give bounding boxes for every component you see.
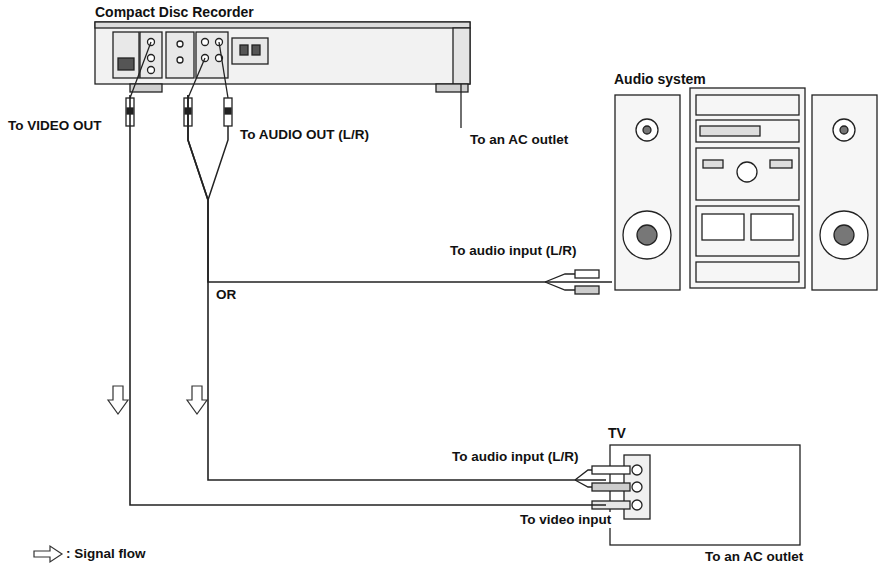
signal-flow-arrow <box>108 386 128 414</box>
audio-system <box>623 211 671 259</box>
cd-recorder-plugs <box>208 126 228 200</box>
audio-system <box>696 262 799 282</box>
cable <box>188 95 606 480</box>
cd-recorder-body <box>95 22 470 84</box>
device-box: Compact Disc Recorder <box>93 3 475 95</box>
node-heading: Compact Disc Recorder <box>93 4 256 20</box>
cd-recorder-body <box>202 39 209 46</box>
audio-system <box>643 126 651 134</box>
audio-system <box>812 95 877 290</box>
device-box: Audio system <box>612 70 880 292</box>
jack-name: To AUDIO OUT (L/R) <box>238 127 371 143</box>
cd-recorder-body <box>240 45 248 55</box>
audio-system <box>751 214 793 240</box>
cd-recorder-body <box>252 45 260 55</box>
tv <box>632 465 642 475</box>
cable <box>130 95 606 505</box>
legend-text: : Signal flow <box>64 546 148 562</box>
cd-recorder-body <box>113 32 139 78</box>
cd-recorder-body <box>453 28 470 84</box>
audio-system <box>737 162 757 182</box>
cd-recorder-body <box>166 32 194 78</box>
ac-cord <box>460 84 461 128</box>
jack-name: To audio input (L/R) <box>450 449 580 465</box>
tv-input-plugs <box>592 483 630 491</box>
jack-name: To VIDEO OUT <box>6 118 104 134</box>
cd-recorder-body <box>118 58 134 70</box>
tv <box>610 445 800 545</box>
audio-system <box>696 120 799 142</box>
node-heading: TV <box>606 425 628 441</box>
cd-recorder-plugs <box>188 58 205 98</box>
tv <box>632 500 642 510</box>
audio-input-plugs <box>575 270 599 278</box>
audio-system <box>834 225 854 245</box>
cd-recorder-body <box>148 55 155 62</box>
cd-recorder-plugs <box>130 42 151 98</box>
cd-recorder-body <box>95 22 470 28</box>
cd-recorder-body <box>148 67 155 74</box>
audio-system <box>615 88 877 290</box>
cord-note: To an AC outlet <box>703 549 805 565</box>
signal-flow-arrow <box>187 386 207 414</box>
audio-system <box>770 160 792 168</box>
audio-system <box>615 95 680 290</box>
audio-system <box>840 126 848 134</box>
signal-flow-arrow <box>34 386 207 562</box>
cd-recorder-body <box>95 22 470 92</box>
audio-system <box>696 95 799 115</box>
cd-recorder-plugs <box>219 42 228 98</box>
cord-note: To an AC outlet <box>468 132 570 148</box>
audio-system <box>820 211 868 259</box>
tv <box>632 482 642 492</box>
cd-recorder-body <box>177 57 183 63</box>
tv-input-plugs <box>575 466 630 509</box>
audio-system <box>703 160 723 168</box>
cd-recorder-plugs <box>224 98 232 126</box>
audio-system <box>637 225 657 245</box>
tv-input-plugs <box>592 466 630 474</box>
cable <box>188 95 612 282</box>
tv <box>610 445 800 545</box>
cd-recorder-body <box>177 41 183 47</box>
option-note: OR <box>214 287 238 303</box>
cd-recorder-body <box>232 38 268 64</box>
audio-system <box>636 119 658 141</box>
node-heading: Audio system <box>612 71 708 87</box>
audio-system <box>690 88 805 288</box>
audio-system <box>700 126 760 136</box>
cd-recorder-plugs <box>126 42 232 200</box>
cd-recorder-body <box>436 84 468 92</box>
tv-input-plugs <box>575 470 592 487</box>
cd-recorder-plugs <box>225 108 231 114</box>
audio-system <box>702 214 744 240</box>
signal-flow-arrow <box>34 546 62 562</box>
cd-recorder-body <box>140 32 162 78</box>
device-box: TV <box>606 424 803 545</box>
jack-name: To audio input (L/R) <box>448 243 578 259</box>
audio-system <box>696 148 799 200</box>
audio-input-plugs <box>575 286 599 294</box>
jack-name: To video input <box>518 512 613 528</box>
audio-system <box>833 119 855 141</box>
audio-system <box>696 206 799 256</box>
